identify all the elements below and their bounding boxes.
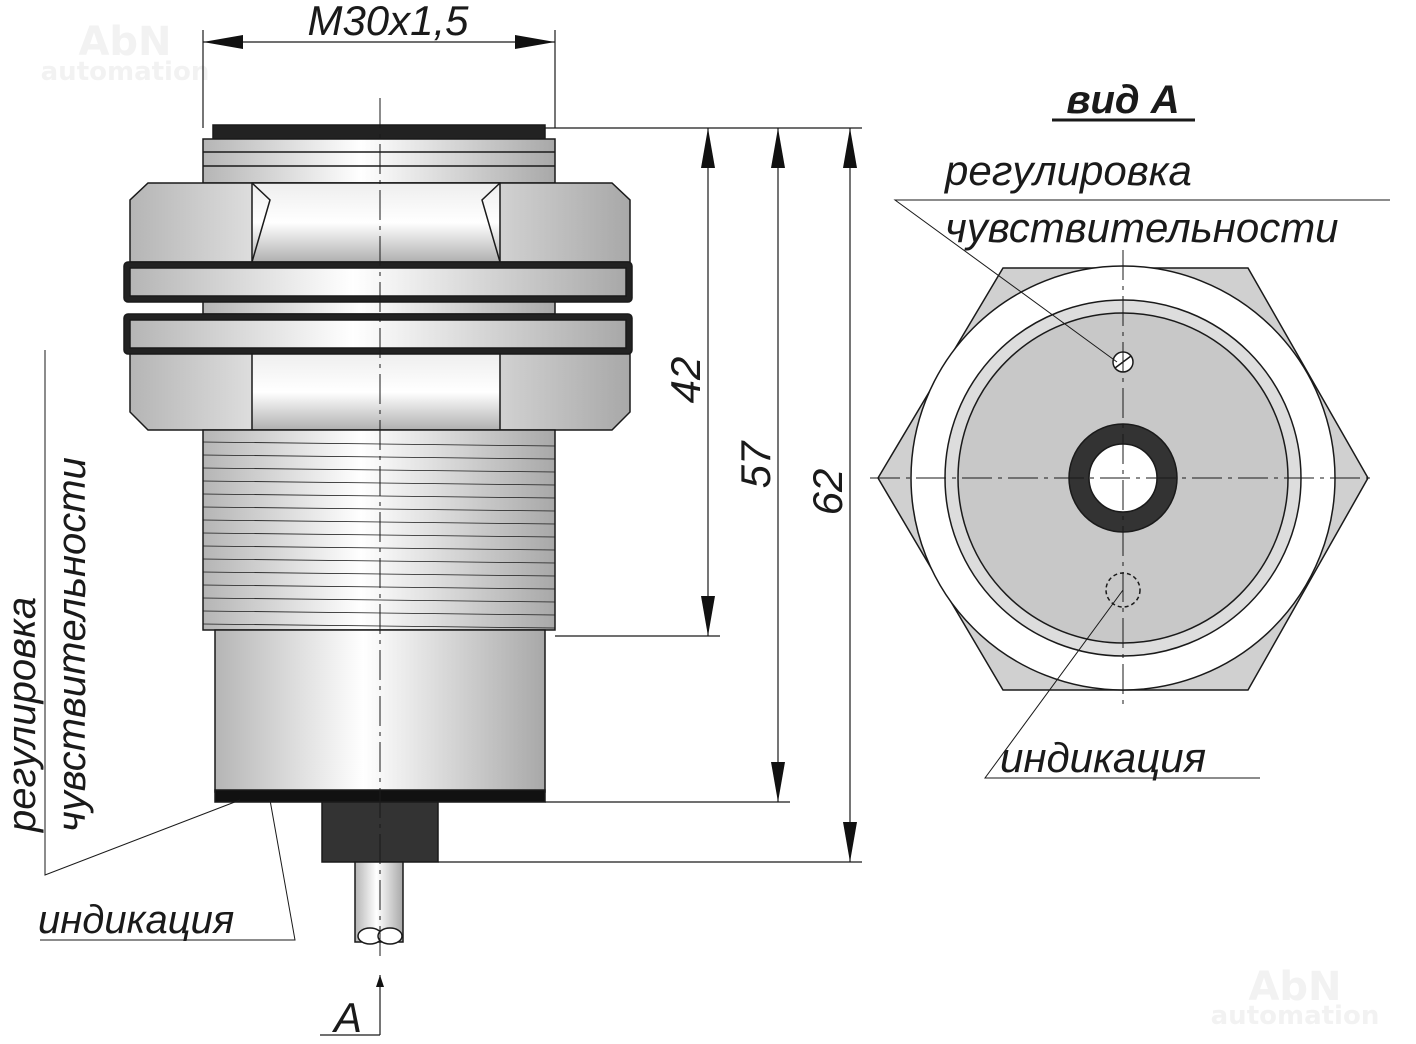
front-adjust-label-2: чувствительности <box>945 204 1339 251</box>
side-leaders <box>40 350 296 941</box>
thread-line <box>202 532 556 538</box>
thread-line <box>202 493 556 499</box>
thread-dimension-label: M30x1,5 <box>307 0 469 44</box>
front-indication-label: индикация <box>1000 734 1206 781</box>
front-leaders <box>893 199 1390 779</box>
svg-text:automation: automation <box>1211 1001 1380 1031</box>
watermark-top-left: AbN automation <box>41 19 210 87</box>
top-thread <box>202 138 556 184</box>
hex-nut-top <box>129 182 631 263</box>
thread-line <box>202 571 556 577</box>
thread-line <box>202 519 556 525</box>
front-view <box>870 250 1376 705</box>
view-arrow-label: A <box>331 994 362 1041</box>
watermark-bottom-right: AbN automation <box>1211 964 1380 1031</box>
thread-line <box>202 597 556 603</box>
thread-line <box>202 558 556 564</box>
thread-line <box>202 623 556 629</box>
thread-line <box>202 610 556 616</box>
thread-line <box>202 506 556 512</box>
thread-line <box>202 454 556 460</box>
top-cap-band <box>212 124 546 140</box>
lock-washer-1 <box>123 261 633 303</box>
thread-line <box>202 584 556 590</box>
dimension-42: 42 <box>662 357 709 404</box>
thread-line <box>202 545 556 551</box>
dimension-57: 57 <box>732 440 779 488</box>
thread-line <box>202 441 556 447</box>
threaded-body <box>202 429 556 631</box>
front-adjust-label-1: регулировка <box>943 147 1192 194</box>
thread-line <box>202 467 556 473</box>
front-view-title: вид А <box>1066 78 1179 122</box>
side-indication-label: индикация <box>38 898 234 942</box>
thread-line <box>202 480 556 486</box>
svg-text:AbN: AbN <box>78 19 171 65</box>
side-adjust-label-2: чувствительности <box>50 457 94 832</box>
svg-text:automation: automation <box>41 57 210 87</box>
side-adjust-label-1: регулировка <box>0 597 44 833</box>
dimensions <box>202 30 862 1036</box>
svg-text:AbN: AbN <box>1248 964 1341 1010</box>
side-view <box>123 98 633 960</box>
dimension-62: 62 <box>804 469 851 516</box>
lock-washer-2 <box>123 313 633 355</box>
